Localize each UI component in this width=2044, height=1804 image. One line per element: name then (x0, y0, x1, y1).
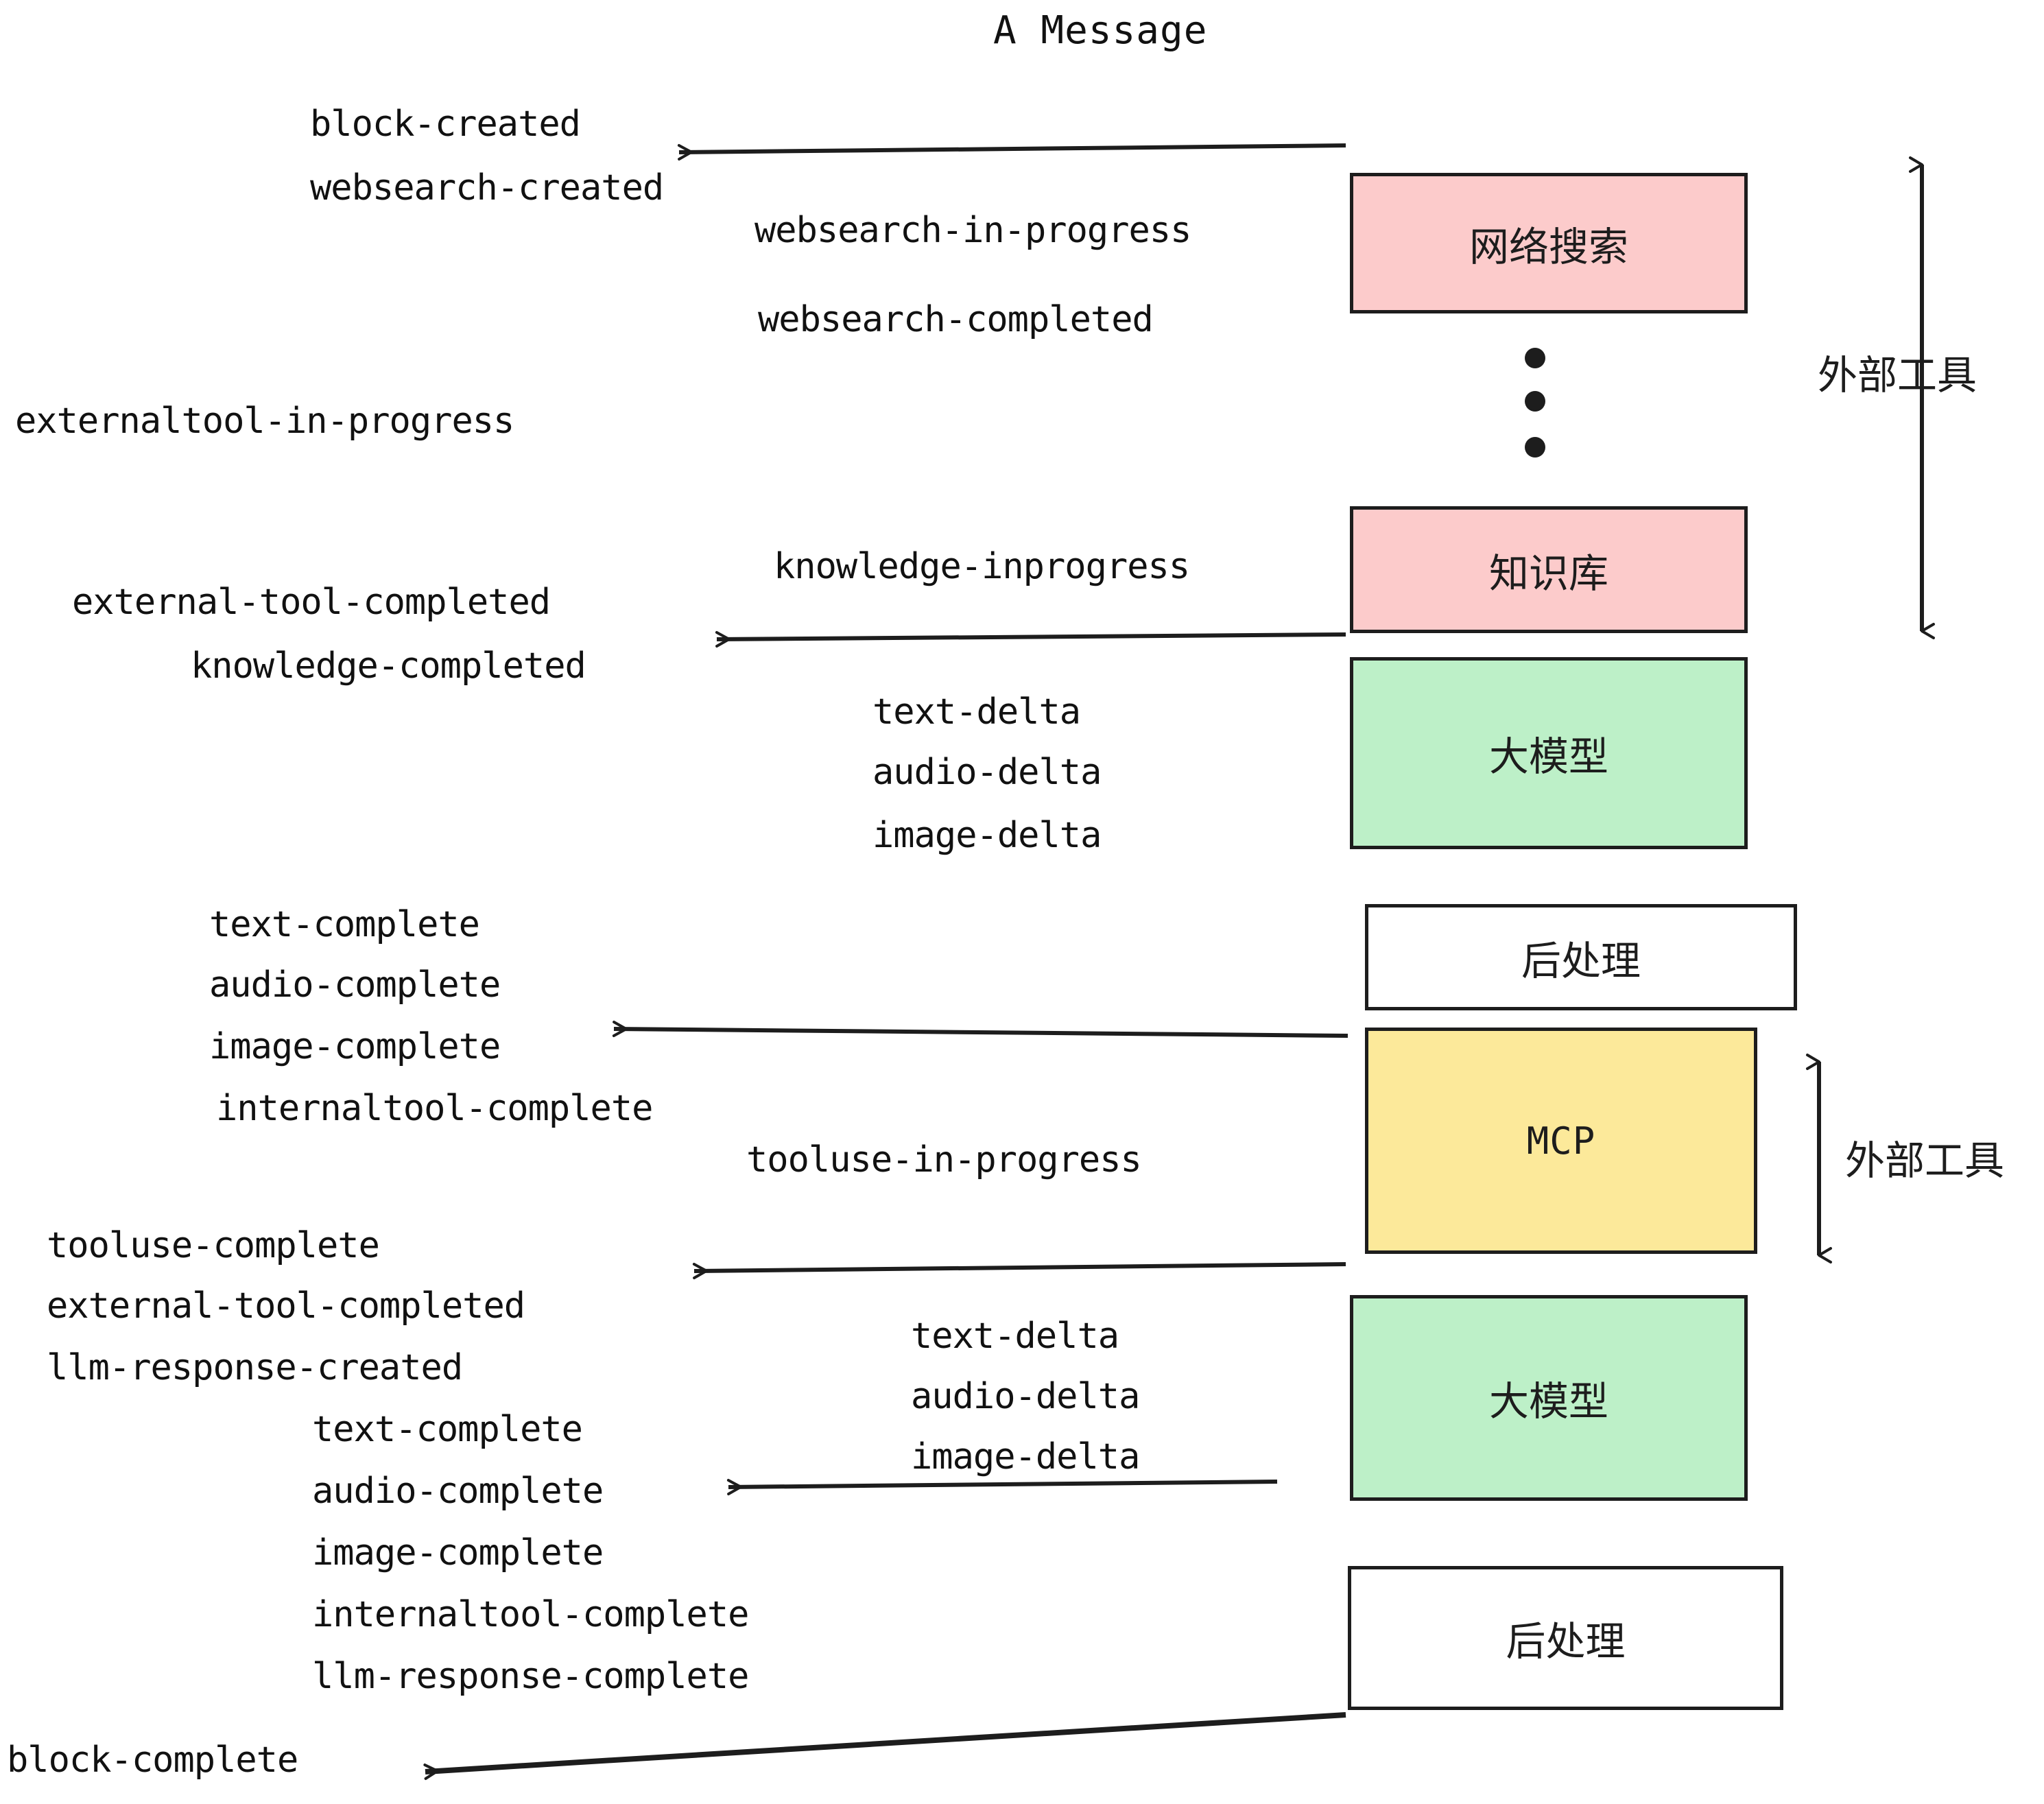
event-knowledge-inprogress: knowledge-inprogress (774, 546, 1190, 587)
annotation-external-tools-lower: 外部工具 (1845, 1137, 2005, 1184)
node-mcp-label: MCP (1526, 1119, 1596, 1163)
ellipsis-dot (1525, 391, 1545, 412)
node-llm-1[interactable]: 大模型 (1350, 657, 1748, 849)
event-audio-complete-1: audio-complete (209, 964, 501, 1006)
node-postprocess-1[interactable]: 后处理 (1365, 904, 1797, 1010)
diagram-title: A Message (993, 8, 1208, 53)
event-text-complete-1: text-complete (209, 904, 480, 945)
node-llm-2-label: 大模型 (1488, 1378, 1608, 1425)
arrow-image-complete (612, 1021, 1348, 1038)
event-internaltool-complete-2: internaltool-complete (312, 1594, 749, 1635)
arrow-block-complete (423, 1712, 1346, 1780)
event-llm-response-created: llm-response-created (47, 1347, 463, 1388)
event-audio-delta-2: audio-delta (911, 1376, 1140, 1417)
node-websearch[interactable]: 网络搜索 (1350, 173, 1748, 313)
event-audio-complete-2: audio-complete (312, 1471, 604, 1512)
annotation-external-tools-upper: 外部工具 (1818, 352, 1977, 399)
event-websearch-in-progress: websearch-in-progress (754, 210, 1191, 251)
node-postprocess-2[interactable]: 后处理 (1348, 1566, 1783, 1710)
event-block-complete: block-complete (7, 1740, 298, 1781)
event-websearch-completed: websearch-completed (758, 299, 1154, 340)
event-knowledge-completed: knowledge-completed (191, 645, 586, 687)
event-text-complete-2: text-complete (312, 1409, 583, 1450)
event-image-complete-2: image-complete (312, 1532, 604, 1574)
arrow-knowledge-completed (715, 631, 1346, 648)
arrow-tooluse-complete (692, 1262, 1346, 1279)
event-audio-delta-1: audio-delta (872, 752, 1102, 793)
node-llm-1-label: 大模型 (1488, 733, 1608, 780)
event-block-created: block-created (310, 104, 581, 145)
event-image-delta-1: image-delta (872, 815, 1102, 856)
node-llm-2[interactable]: 大模型 (1350, 1295, 1748, 1501)
node-knowledge[interactable]: 知识库 (1350, 506, 1748, 633)
node-knowledge-label: 知识库 (1488, 549, 1608, 597)
node-mcp[interactable]: MCP (1365, 1028, 1757, 1254)
ellipsis-dot (1525, 348, 1545, 368)
arrow-block-created (677, 143, 1346, 161)
event-internaltool-complete-1: internaltool-complete (216, 1088, 653, 1129)
ellipsis-dot (1525, 437, 1545, 458)
node-postprocess-2-label: 后处理 (1506, 1618, 1626, 1665)
node-postprocess-1-label: 后处理 (1521, 937, 1641, 984)
event-external-tool-completed-2: external-tool-completed (47, 1285, 525, 1327)
event-image-delta-2: image-delta (911, 1436, 1140, 1477)
arrow-audio-complete (726, 1479, 1278, 1495)
event-tooluse-in-progress: tooluse-in-progress (746, 1139, 1142, 1180)
event-text-delta-2: text-delta (911, 1316, 1119, 1357)
event-websearch-created: websearch-created (310, 167, 664, 209)
event-llm-response-complete: llm-response-complete (312, 1656, 749, 1697)
event-image-complete-1: image-complete (209, 1026, 501, 1067)
node-websearch-label: 网络搜索 (1469, 223, 1628, 270)
event-externaltool-in-progress: externaltool-in-progress (15, 401, 514, 442)
event-external-tool-completed-1: external-tool-completed (72, 582, 551, 623)
event-tooluse-complete: tooluse-complete (47, 1225, 380, 1266)
event-text-delta-1: text-delta (872, 691, 1081, 733)
